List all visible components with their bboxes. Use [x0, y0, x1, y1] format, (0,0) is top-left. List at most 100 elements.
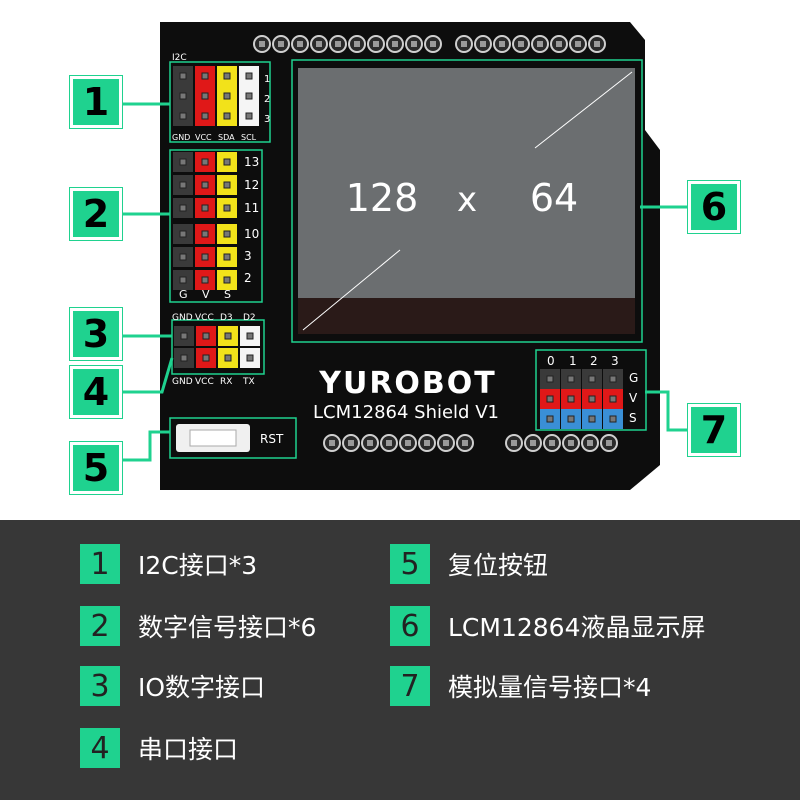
top-header-pin-pad	[278, 41, 284, 47]
digital-row-11: 11	[244, 201, 259, 215]
analog-outline	[535, 349, 647, 431]
digital-label-g: G	[179, 288, 188, 301]
io-label-vcc: VCC	[195, 313, 214, 323]
callout-4: 4	[69, 365, 123, 419]
top-header-pin-pad	[392, 41, 398, 47]
lcd-res-width: 128	[346, 176, 419, 220]
analog-col-2: 2	[590, 354, 598, 368]
i2c-pin-hole	[201, 112, 209, 120]
digital-outline	[169, 149, 263, 303]
analog-pin-hole	[609, 375, 617, 383]
top-header-pin-pad	[316, 41, 322, 47]
legend-item-6: 6 LCM12864液晶显示屏	[390, 606, 705, 646]
legend-num-2: 2	[80, 606, 120, 646]
i2c-pin-hole	[245, 112, 253, 120]
digital-pin-hole	[179, 276, 187, 284]
digital-pin-hole	[223, 253, 231, 261]
reset-label: RST	[260, 432, 284, 446]
i2c-label-vcc: VCC	[195, 133, 212, 142]
serial-label-rx: RX	[220, 377, 232, 387]
i2c-title: I2C	[172, 53, 187, 63]
analog-pin-hole	[546, 415, 554, 423]
top-header-pin-pad	[373, 41, 379, 47]
serial-pin-hole	[246, 354, 254, 362]
analog-pin-hole	[567, 375, 575, 383]
analog-row-g: G	[629, 371, 638, 385]
i2c-pin-hole	[201, 72, 209, 80]
digital-label-v: V	[202, 288, 210, 301]
analog-row-v: V	[629, 391, 638, 405]
io-label-d2: D2	[243, 313, 256, 323]
analog-pin-hole	[567, 415, 575, 423]
digital-row-13: 13	[244, 155, 259, 169]
serial-pins	[174, 348, 260, 368]
reset-button-cap	[189, 429, 237, 447]
legend-item-3: 3 IO数字接口	[80, 666, 265, 706]
i2c-pin-hole	[179, 92, 187, 100]
top-header-pin-pad	[461, 41, 467, 47]
serial-pin-hole	[224, 354, 232, 362]
legend-panel: 1 I2C接口*3 2 数字信号接口*6 3 IO数字接口 4 串口接口 5 复…	[0, 520, 800, 800]
bottom-header-pin-pad	[587, 440, 593, 446]
lcd-res-sep: x	[457, 180, 477, 220]
legend-item-1: 1 I2C接口*3	[80, 544, 257, 584]
analog-pin-hole	[609, 395, 617, 403]
digital-pin-hole	[201, 158, 209, 166]
i2c-label-sda: SDA	[218, 133, 235, 142]
digital-pin-hole	[179, 230, 187, 238]
leader-lines	[122, 102, 688, 462]
digital-pin-hole	[201, 204, 209, 212]
board-illustration: 128 x 64 YUROBOT LCM12864 Shield V1 I2C …	[122, 22, 688, 490]
i2c-row-1: 1	[264, 74, 270, 85]
legend-item-4: 4 串口接口	[80, 728, 238, 768]
legend-text-5: 复位按钮	[448, 551, 549, 580]
bottom-header-pin-pad	[405, 440, 411, 446]
digital-row-3: 3	[244, 249, 252, 263]
digital-pin-hole	[179, 204, 187, 212]
top-header-pin-pad	[259, 41, 265, 47]
top-header-pin-pad	[335, 41, 341, 47]
callout-1: 1	[69, 75, 123, 129]
top-header-pin-pad	[499, 41, 505, 47]
io-label-gnd: GND	[172, 313, 193, 323]
top-header-pin-pad	[594, 41, 600, 47]
i2c-pin-hole	[223, 92, 231, 100]
io-serial-outline	[171, 319, 265, 375]
serial-label-vcc: VCC	[195, 377, 214, 387]
leader-4	[122, 357, 174, 394]
serial-label-tx: TX	[242, 377, 255, 387]
legend-text-7: 模拟量信号接口*4	[448, 673, 652, 702]
legend-num-4: 4	[80, 728, 120, 768]
legend-item-5: 5 复位按钮	[390, 544, 548, 584]
i2c-label-gnd: GND	[172, 133, 190, 142]
serial-pin-hole	[202, 354, 210, 362]
digital-pin-hole	[223, 276, 231, 284]
i2c-pin-hole	[245, 92, 253, 100]
group-outlines	[169, 59, 647, 459]
digital-pin-hole	[201, 230, 209, 238]
bottom-header-pin-pad	[549, 440, 555, 446]
lcd-bottom-strip	[298, 298, 635, 334]
io-pin-hole	[224, 332, 232, 340]
bottom-header-pin-pad	[462, 440, 468, 446]
digital-pin-hole	[179, 253, 187, 261]
leader-5	[122, 430, 170, 462]
legend-text-2: 数字信号接口*6	[138, 613, 317, 642]
bottom-header-pin-pad	[348, 440, 354, 446]
top-header-pin-pad	[518, 41, 524, 47]
callout-2: 2	[69, 187, 123, 241]
analog-pin-hole	[588, 415, 596, 423]
top-header-pin-pad	[430, 41, 436, 47]
digital-row-2: 2	[244, 271, 252, 285]
top-header-pin-pad	[556, 41, 562, 47]
bottom-header-pin-pad	[424, 440, 430, 446]
bottom-header-pin-pad	[568, 440, 574, 446]
io-label-d3: D3	[220, 313, 233, 323]
i2c-pin-hole	[179, 72, 187, 80]
io-pin-hole	[180, 332, 188, 340]
digital-pin-hole	[179, 158, 187, 166]
analog-pins	[540, 369, 623, 429]
callout-6: 6	[687, 180, 741, 234]
i2c-pin-hole	[201, 92, 209, 100]
digital-pin-hole	[223, 158, 231, 166]
